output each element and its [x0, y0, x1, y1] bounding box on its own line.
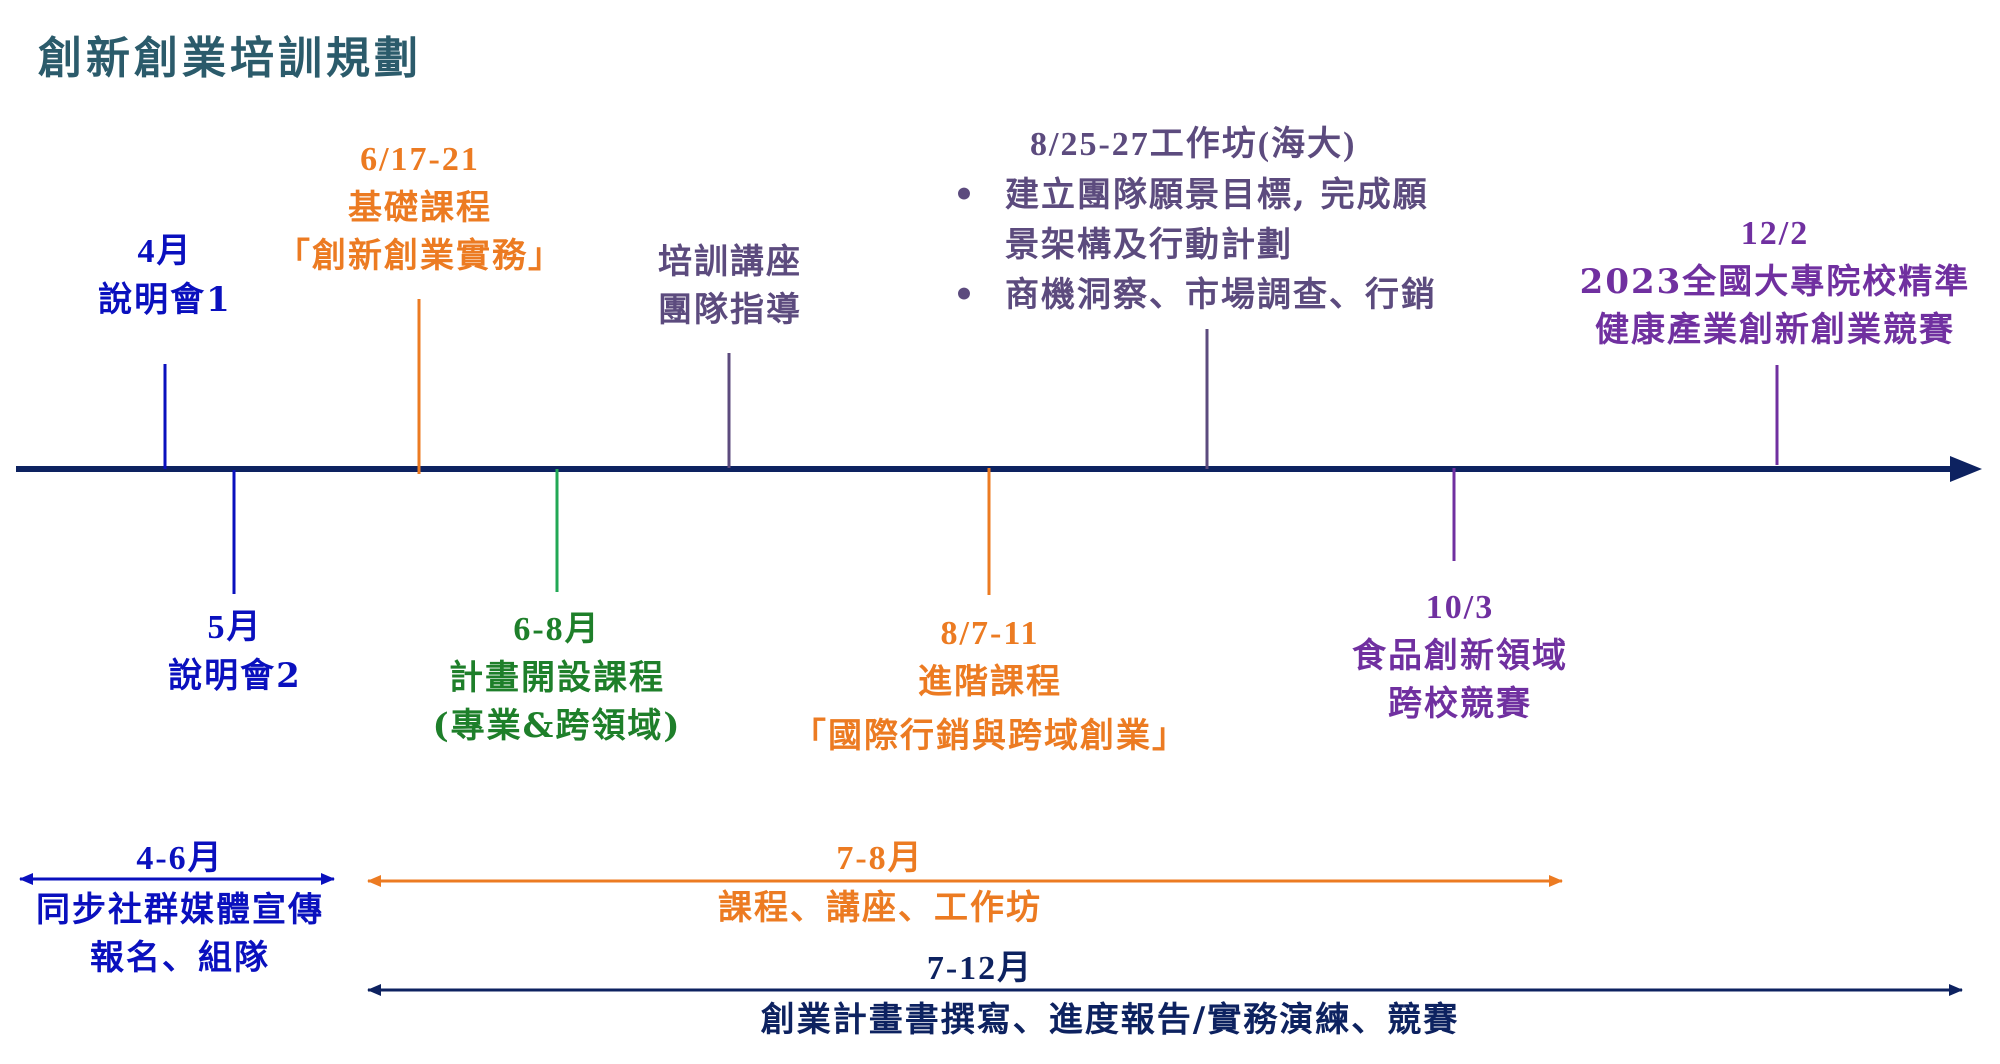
event-jun-aug-text-1: 計畫開設課程	[449, 658, 665, 698]
period-7-8-text: 課程、講座、工作坊	[718, 888, 1042, 928]
period-4-6-text-1: 同步社群媒體宣傳	[36, 890, 324, 930]
workshop-bullet-text: 建立團隊願景目標, 完成願景架構及行動計劃	[1005, 175, 1429, 265]
event-jun-text-2: 「創新創業實務」	[276, 236, 564, 276]
event-oct-text-2: 跨校競賽	[1388, 684, 1532, 724]
event-dec-date: 12/2	[1740, 215, 1810, 252]
period-4-6-desc: 同步社群媒體宣傳 報名、組隊	[10, 886, 350, 982]
event-jun-date: 6/17-21	[360, 141, 480, 178]
event-oct-text-1: 食品創新領域	[1352, 636, 1568, 676]
main-timeline-arrowhead	[1950, 456, 1982, 482]
event-apr-date: 4月	[137, 233, 193, 270]
period-7-8-range-text: 7-8月	[836, 840, 924, 877]
event-may-date: 5月	[207, 609, 263, 646]
event-workshop-bullets: • 建立團隊願景目標, 完成願景架構及行動計劃 • 商機洞察、市場調查、行銷	[950, 170, 1445, 320]
event-jun-text-1: 基礎課程	[348, 188, 492, 228]
period-7-12-text: 創業計畫書撰寫、進度報告/實務演練、競賽	[760, 1000, 1460, 1040]
period-4-6-range: 4-6月	[80, 834, 280, 883]
period-7-12-range: 7-12月	[880, 944, 1080, 993]
bullet-icon: •	[953, 275, 977, 315]
event-jun-aug: 6-8月 計畫開設課程 (專業&跨領域)	[397, 606, 717, 750]
period-4-6-text-2: 報名、組隊	[90, 938, 270, 978]
workshop-bullet-item: • 商機洞察、市場調查、行銷	[950, 270, 1445, 320]
event-oct-date: 10/3	[1425, 589, 1495, 626]
event-may-text: 說明會2	[168, 656, 302, 696]
period-7-8-range: 7-8月	[780, 834, 980, 883]
event-jun-aug-text-2: (專業&跨領域)	[432, 706, 682, 746]
event-lecture: 培訓講座 團隊指導	[630, 238, 830, 334]
event-dec-text-1: 2023全國大專院校精準	[1579, 262, 1971, 302]
period-7-12-range-text: 7-12月	[926, 950, 1034, 987]
event-apr-text: 說明會1	[98, 280, 232, 320]
period-7-12-desc: 創業計畫書撰寫、進度報告/實務演練、競賽	[680, 996, 1540, 1044]
event-apr: 4月 說明會1	[75, 228, 255, 324]
event-aug-date: 8/7-11	[940, 615, 1040, 652]
event-jun: 6/17-21 基礎課程 「創新創業實務」	[220, 136, 620, 280]
event-may: 5月 說明會2	[145, 604, 325, 700]
event-lecture-text-2: 團隊指導	[658, 290, 802, 330]
bullet-icon: •	[953, 175, 977, 215]
event-aug-text-2: 「國際行銷與跨域創業」	[792, 716, 1188, 756]
event-dec: 12/2 2023全國大專院校精準 健康產業創新創業競賽	[1540, 210, 2000, 354]
period-4-6-range-text: 4-6月	[136, 840, 224, 877]
event-lecture-text-1: 培訓講座	[658, 242, 802, 282]
event-workshop-date: 8/25-27工作坊(海大)	[1030, 126, 1357, 163]
workshop-bullet-text: 商機洞察、市場調查、行銷	[1005, 275, 1437, 315]
event-dec-text-2: 健康產業創新創業競賽	[1595, 310, 1955, 350]
workshop-bullet-item: • 建立團隊願景目標, 完成願景架構及行動計劃	[950, 170, 1445, 270]
event-aug: 8/7-11 進階課程 「國際行銷與跨域創業」	[760, 610, 1220, 760]
period-7-8-desc: 課程、講座、工作坊	[660, 884, 1100, 932]
event-aug-text-1: 進階課程	[918, 662, 1062, 702]
event-jun-aug-date: 6-8月	[513, 611, 601, 648]
event-workshop: 8/25-27工作坊(海大) • 建立團隊願景目標, 完成願景架構及行動計劃 •…	[950, 120, 1445, 320]
page-title: 創新創業培訓規劃	[38, 33, 422, 84]
event-oct: 10/3 食品創新領域 跨校競賽	[1330, 584, 1590, 728]
